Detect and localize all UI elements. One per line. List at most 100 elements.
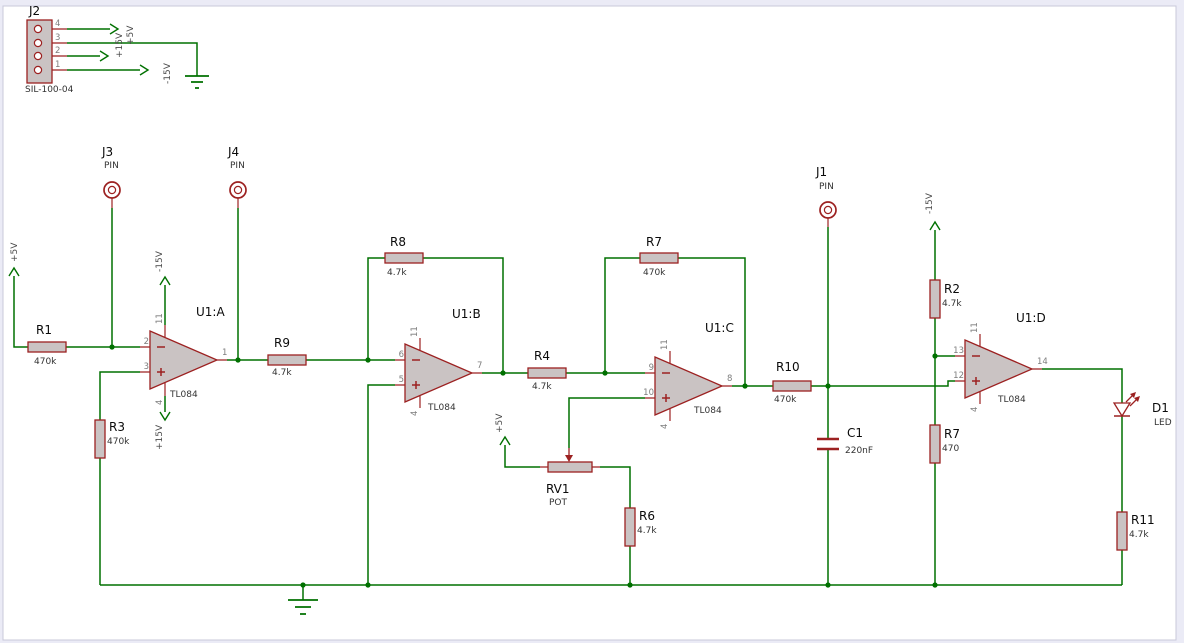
ref-label: J1: [815, 165, 827, 179]
opamp-body[interactable]: [654, 356, 724, 416]
junction-dot: [932, 353, 938, 359]
resistor-R1[interactable]: R1 470k: [27, 323, 67, 367]
pin-label: 11: [155, 313, 165, 324]
resistor-body[interactable]: [527, 367, 567, 379]
ref-label: C1: [847, 426, 863, 440]
pin-stubs: [140, 325, 227, 396]
connector-J1[interactable]: J1 PIN: [815, 165, 837, 227]
connector-J4[interactable]: J4 PIN: [227, 145, 247, 208]
pin-label: 5: [399, 375, 404, 385]
value-label: TL084: [427, 403, 456, 413]
led-arrowhead-icon: [1134, 396, 1140, 402]
value-label: LED: [1154, 418, 1172, 428]
ground-symbol: [185, 75, 209, 89]
ref-label: RV1: [546, 482, 570, 496]
ref-label: R2: [944, 282, 960, 296]
opamp-body[interactable]: [404, 343, 474, 403]
pin-label: 9: [649, 363, 654, 373]
junction-dot: [602, 370, 608, 376]
diode-triangle[interactable]: [1112, 402, 1132, 418]
ref-label: R4: [534, 349, 550, 363]
pin-label: 6: [399, 350, 404, 360]
led-D1[interactable]: D1 LED: [1112, 392, 1172, 428]
resistor-R9[interactable]: R9 4.7k: [267, 336, 307, 378]
resistor-R2[interactable]: R2 4.7k: [929, 279, 962, 319]
power-label: +15V: [115, 32, 125, 58]
noninverting-mark: [972, 377, 980, 385]
value-label: TL084: [169, 390, 198, 400]
ref-label: U1:B: [452, 307, 481, 321]
capacitor-C1[interactable]: C1 220nF: [817, 426, 873, 456]
junction-dot: [365, 582, 371, 588]
power-label: -15V: [925, 192, 935, 214]
opamp-U1D[interactable]: 13 12 14 11 4 U1:D TL084: [953, 311, 1048, 412]
resistor-R10[interactable]: R10 470k: [772, 360, 812, 405]
pin-label: 2: [55, 46, 60, 56]
junction-dot: [500, 370, 506, 376]
value-label: TL084: [693, 406, 722, 416]
resistor-body[interactable]: [94, 419, 106, 459]
capacitor-plates[interactable]: [817, 437, 839, 451]
resistor-R11[interactable]: R11 4.7k: [1116, 511, 1155, 551]
ref-label: R9: [274, 336, 290, 350]
ref-label: R8: [390, 235, 406, 249]
pin-hole: [33, 65, 43, 75]
pin-hole: [33, 24, 43, 34]
resistor-body[interactable]: [929, 279, 941, 319]
resistor-R3[interactable]: R3 470k: [94, 419, 130, 459]
power-label: +5V: [126, 25, 136, 45]
pin-label: 14: [1037, 357, 1048, 367]
resistor-R8[interactable]: R8 4.7k: [384, 235, 424, 278]
value-label: PIN: [819, 182, 834, 192]
terminal-hole: [823, 205, 833, 215]
junction-dots: [109, 344, 938, 588]
resistor-body[interactable]: [27, 341, 67, 353]
ref-label: R1: [36, 323, 52, 337]
resistor-R7-divider[interactable]: R7 470: [929, 424, 960, 464]
pin-stubs: [52, 28, 67, 71]
opamp-body[interactable]: [149, 330, 219, 390]
resistor-R7-feedback[interactable]: R7 470k: [639, 235, 679, 278]
ref-label: R3: [109, 420, 125, 434]
wiper-arrowhead-icon: [565, 455, 573, 462]
resistor-body[interactable]: [624, 507, 636, 547]
ref-label: J3: [101, 145, 113, 159]
noninverting-mark: [157, 368, 165, 376]
potentiometer-RV1[interactable]: RV1 POT: [540, 448, 600, 508]
pin-label: 8: [727, 374, 732, 384]
value-label: 470k: [107, 437, 130, 447]
value-label: 4.7k: [1129, 530, 1149, 540]
pot-body[interactable]: [547, 461, 593, 473]
pin-label: 12: [953, 371, 964, 381]
resistor-body[interactable]: [639, 252, 679, 264]
opamp-U1A[interactable]: 2 3 1 11 4 U1:A TL084: [140, 305, 227, 405]
wire: [13, 28, 936, 468]
pin-hole: [33, 38, 43, 48]
resistor-body[interactable]: [1116, 511, 1128, 551]
opamp-U1B[interactable]: 6 5 7 11 4 U1:B TL084: [395, 307, 482, 416]
pin-label: 7: [477, 361, 482, 371]
resistor-body[interactable]: [772, 380, 812, 392]
terminal-hole: [233, 185, 243, 195]
connector-J3[interactable]: J3 PIN: [101, 145, 121, 208]
ref-label: R7: [646, 235, 662, 249]
resistor-body[interactable]: [384, 252, 424, 264]
junction-dot: [365, 357, 371, 363]
opamp-U1C[interactable]: 9 10 8 11 4 U1:C TL084: [643, 321, 734, 429]
junction-dot: [825, 582, 831, 588]
pin-label: 11: [660, 339, 670, 350]
resistor-R6[interactable]: R6 4.7k: [624, 507, 657, 547]
terminal-hole: [107, 185, 117, 195]
pin-label: 4: [660, 424, 670, 429]
opamp-body[interactable]: [964, 339, 1034, 399]
resistor-body[interactable]: [267, 354, 307, 366]
pin-label: 10: [643, 388, 654, 398]
resistor-body[interactable]: [929, 424, 941, 464]
schematic-sheet: [2, 5, 1177, 641]
connector-J2[interactable]: J2 SIL-100-04 4 3 2 1: [25, 4, 74, 95]
value-label: 220nF: [845, 446, 873, 456]
resistor-R4[interactable]: R4 4.7k: [527, 349, 567, 392]
ref-label: U1:C: [705, 321, 734, 335]
